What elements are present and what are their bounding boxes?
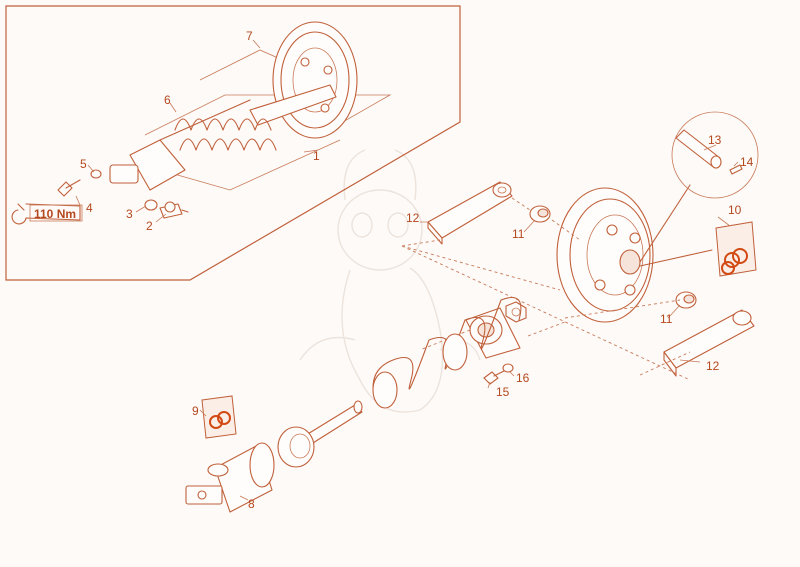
assembled-idler-assembly [109, 21, 392, 191]
wrench-icon [11, 203, 81, 225]
bolt-4 [57, 179, 81, 197]
torque-label: 110 Nm [34, 207, 76, 221]
seal-kit-10 [715, 221, 757, 277]
seal-kit-9 [201, 395, 237, 439]
torque-box [29, 204, 83, 222]
callout-5: 5 [80, 157, 87, 171]
callout-1: 1 [313, 149, 320, 163]
inset-frame [5, 5, 461, 281]
callout-7: 7 [246, 29, 253, 43]
callout-13: 13 [708, 133, 722, 147]
detail-circle [671, 111, 759, 199]
callout-2: 2 [146, 219, 153, 233]
callout-12-lower: 12 [706, 359, 720, 373]
callout-3: 3 [126, 207, 133, 221]
pin-13 [675, 129, 722, 169]
callout-10: 10 [728, 203, 742, 217]
washer-5 [90, 169, 102, 179]
callout-14: 14 [740, 155, 754, 169]
piston-rod [277, 400, 363, 468]
screw-14 [729, 164, 743, 175]
tension-cylinder-8 [185, 442, 275, 513]
washer-3 [144, 199, 158, 211]
callout-11-upper: 11 [512, 227, 525, 241]
callout-6: 6 [164, 93, 171, 107]
bushing-11-lower [675, 291, 697, 309]
idler-arm-12-upper [427, 181, 513, 245]
callout-12-upper: 12 [406, 211, 420, 225]
spring-yoke [465, 307, 521, 359]
bushing-11-upper [529, 205, 551, 223]
recoil-spring [372, 296, 522, 409]
idler-wheel [556, 187, 654, 323]
bolt-15 [483, 369, 507, 385]
callout-16: 16 [516, 371, 530, 385]
callout-15: 15 [496, 385, 510, 399]
nut [505, 301, 527, 323]
callout-8: 8 [248, 497, 255, 511]
watermark-mascot [299, 149, 481, 413]
idler-arm-12-lower [663, 309, 755, 377]
washer-16 [502, 363, 514, 373]
callout-9: 9 [192, 404, 199, 418]
callout-4: 4 [86, 201, 93, 215]
callout-11-lower: 11 [660, 312, 673, 326]
